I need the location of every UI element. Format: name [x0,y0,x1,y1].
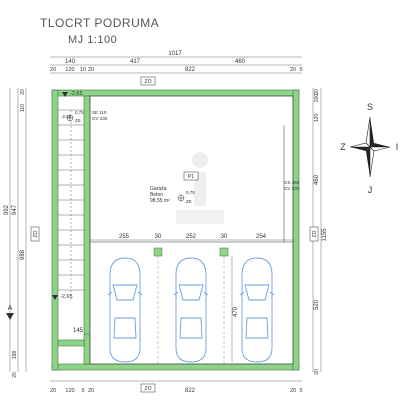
dim-top-row2-c: 460 [235,59,246,65]
compass-south: J [368,185,373,195]
door-tag-right: ZO [309,226,319,242]
window-label-right: GS 450 [284,180,300,185]
svg-text:0,75: 0,75 [75,110,84,115]
dim-bay-gap-1: 30 [155,234,162,240]
svg-text:ZE: ZE [186,199,192,204]
dim-top-row2-a: 140 [65,59,76,65]
door-tag-left: ZO [30,226,40,242]
dim-top-row3-b: 120 [65,67,74,73]
interior-lines [89,95,294,365]
level-marker-top-left: 0,75 ZE [66,110,84,123]
compass-east: I [396,142,399,152]
dim-bay-3: 254 [256,234,267,240]
level-label-room: -2,65 [61,114,72,119]
dim-bottom-g: 5 [299,388,302,394]
dim-right-overall: 1155 [322,228,328,242]
room-tag: P1 [183,171,199,181]
parking-bay-columns [153,247,229,364]
staircase [58,109,84,300]
dim-top-row3-d: 20 [88,67,94,73]
svg-text:ZO: ZO [312,230,318,237]
dim-top-row3-a: 20 [50,67,56,73]
dim-left-small-a: 110 [20,104,26,112]
dim-bottom-d: 20 [88,388,94,394]
watermark-logo [176,152,224,224]
compass-rose: S J Z I [340,102,398,195]
dim-bottom-b: 120 [65,388,74,394]
svg-text:-2,65: -2,65 [70,91,83,97]
svg-text:ZO: ZO [145,386,152,392]
level-marker-stair: -2,65 [52,294,73,300]
compass-west: Z [340,142,346,152]
dim-bay-2: 252 [186,234,197,240]
dim-left-small-c: 198 [12,351,18,360]
dim-top-row3-g: 5 [299,67,302,73]
dim-top-row3-c: 10 [80,67,86,73]
svg-text:-2,65: -2,65 [60,294,73,300]
exterior-walls [51,89,300,371]
dim-right-small-b: 120 [314,114,320,123]
dim-right-mid-a: 460 [314,174,320,185]
svg-text:ZO: ZO [145,79,152,85]
window-label-top-2: GV 230 [92,116,108,121]
plan-scale: MJ 1:100 [68,34,118,46]
dim-left-small-b: 20 [20,89,26,95]
dim-left-mid-a: 947 [12,204,18,215]
dim-left-overall: 992 [4,204,10,215]
level-marker-corner: -2,65 [62,91,83,97]
window-label-top: SE 110 [92,110,107,115]
dim-stair-width: 145 [73,328,84,334]
room-area: 98,55 m² [150,198,170,204]
dim-right-small-c: 20 [314,89,320,95]
dim-bottom-e: 822 [185,388,196,394]
compass-north: S [367,102,373,112]
dim-bay-1: 255 [119,234,130,240]
window-label-right-2: GV 230 [284,186,300,191]
dim-bottom-a: 20 [50,388,56,394]
dimension-lines [9,56,322,382]
dim-left-small-d: 20 [12,372,18,378]
dim-bay-gap-2: 30 [221,234,228,240]
room-name: Garaža [150,186,167,192]
dim-bottom-f: 20 [290,388,296,394]
svg-text:P1: P1 [188,174,194,180]
room-floor: Beton [150,192,163,198]
door-tag-bottom: ZO [140,383,156,393]
dim-right-mid-b: 520 [314,299,320,310]
dim-top-overall: 1017 [168,51,182,57]
svg-text:0,75: 0,75 [186,190,195,195]
dim-right-small-d: 20 [314,369,320,375]
dim-bay-depth: 470 [233,306,239,317]
dim-top-row2-b: 417 [130,59,141,65]
dim-left-mid-b: 988 [20,249,26,260]
plan-title: TLOCRT PODRUMA [40,16,160,30]
dim-top-row3-f: 20 [290,67,296,73]
dim-top-row3-e: 822 [185,67,196,73]
door-tag-top: ZO [140,76,156,86]
svg-text:ZO: ZO [33,230,39,237]
svg-text:A: A [8,305,13,312]
car-1 [107,257,143,363]
svg-text:ZE: ZE [75,118,81,123]
dim-bottom-c: 5 [81,388,84,394]
level-marker-room: 0,75 ZE [177,190,195,204]
dim-right-small-a: 200 [314,94,320,103]
car-2 [173,257,209,363]
car-3 [239,257,275,363]
section-marker: A [6,305,14,320]
